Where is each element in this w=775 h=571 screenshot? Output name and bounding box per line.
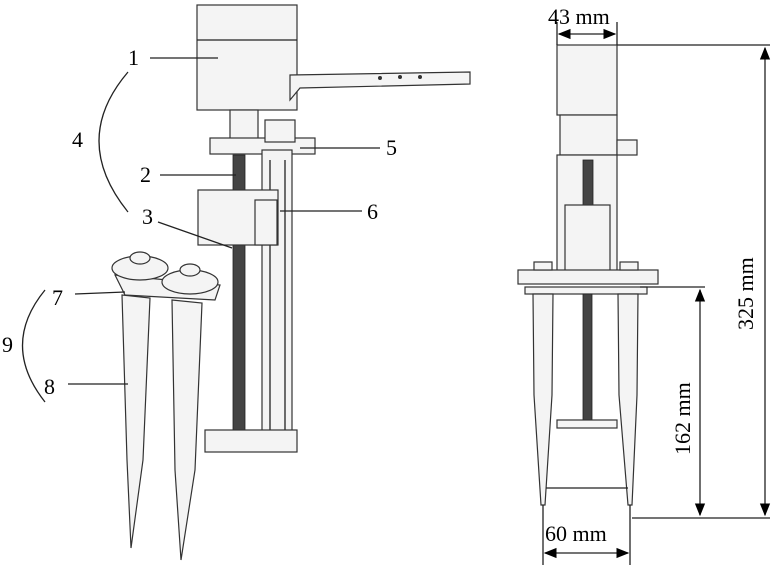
probe-left — [121, 294, 151, 549]
label-8: 8 — [44, 374, 55, 399]
coupling — [229, 109, 259, 141]
label-4: 4 — [72, 127, 83, 152]
dim-motor-width: 43 mm — [548, 4, 610, 29]
slider-block — [197, 189, 279, 246]
group-bracket-4 — [98, 71, 129, 213]
group-bracket-9 — [21, 289, 46, 403]
label-9: 9 — [2, 332, 13, 357]
label-1: 1 — [128, 45, 139, 70]
mounting-plate — [289, 71, 471, 102]
isometric-view: 1 2 3 4 5 6 7 8 9 — [2, 4, 471, 561]
label-3: 3 — [142, 204, 153, 229]
probe-front-left — [532, 293, 554, 506]
label-5: 5 — [386, 135, 397, 160]
clamp-plate-front — [517, 269, 659, 285]
base-bracket — [204, 429, 298, 453]
dim-total-height: 325 mm — [733, 257, 758, 330]
front-view: 43 mm 325 mm 162 mm 60 mm — [517, 4, 771, 565]
probe-right — [171, 299, 203, 561]
motor-front — [556, 44, 618, 116]
dim-probe-length: 162 mm — [670, 382, 695, 455]
probe-front-right — [617, 293, 639, 506]
label-6: 6 — [367, 199, 378, 224]
label-7: 7 — [52, 285, 63, 310]
dim-probe-spacing: 60 mm — [545, 521, 607, 546]
label-2: 2 — [140, 162, 151, 187]
